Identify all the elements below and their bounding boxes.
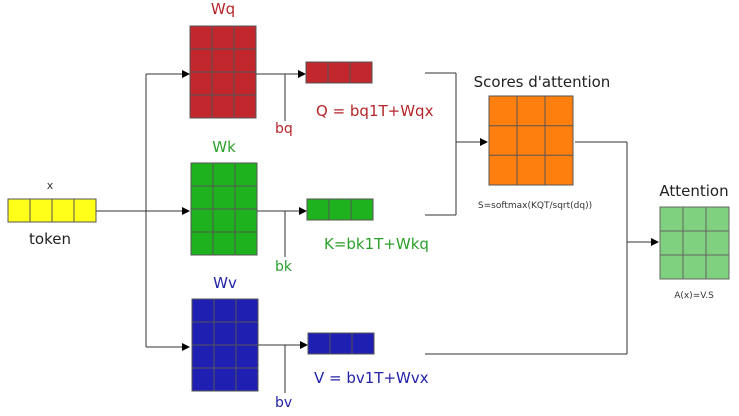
scores-title: Scores d'attention	[474, 73, 611, 91]
scores-matrix	[488, 95, 574, 186]
attention-title: Attention	[659, 182, 728, 200]
attention-matrix	[659, 206, 730, 280]
token-label: token	[29, 230, 71, 248]
scores-formula: S=softmax(KQT/sqrt(dq))	[478, 201, 592, 211]
k-equation: K=bk1T+Wkq	[324, 235, 429, 253]
v-equation: V = bv1T+Wvx	[314, 369, 429, 387]
wq-matrix	[189, 25, 257, 119]
v-vector	[307, 332, 375, 355]
q-equation: Q = bq1T+Wqx	[316, 102, 434, 120]
k-vector	[306, 198, 374, 221]
attention-formula: A(x)=V.S	[674, 291, 714, 301]
token-top-label: x	[47, 179, 54, 192]
wk-matrix	[190, 162, 258, 256]
token-vector	[7, 198, 97, 223]
wv-matrix	[191, 298, 259, 392]
q-vector	[305, 61, 373, 84]
bq-label: bq	[275, 121, 293, 137]
wv-label: Wv	[213, 274, 237, 292]
bk-label: bk	[275, 259, 293, 275]
wk-label: Wk	[212, 138, 236, 156]
connectors	[96, 70, 659, 393]
wq-label: Wq	[211, 0, 235, 18]
bv-label: bv	[275, 395, 292, 411]
